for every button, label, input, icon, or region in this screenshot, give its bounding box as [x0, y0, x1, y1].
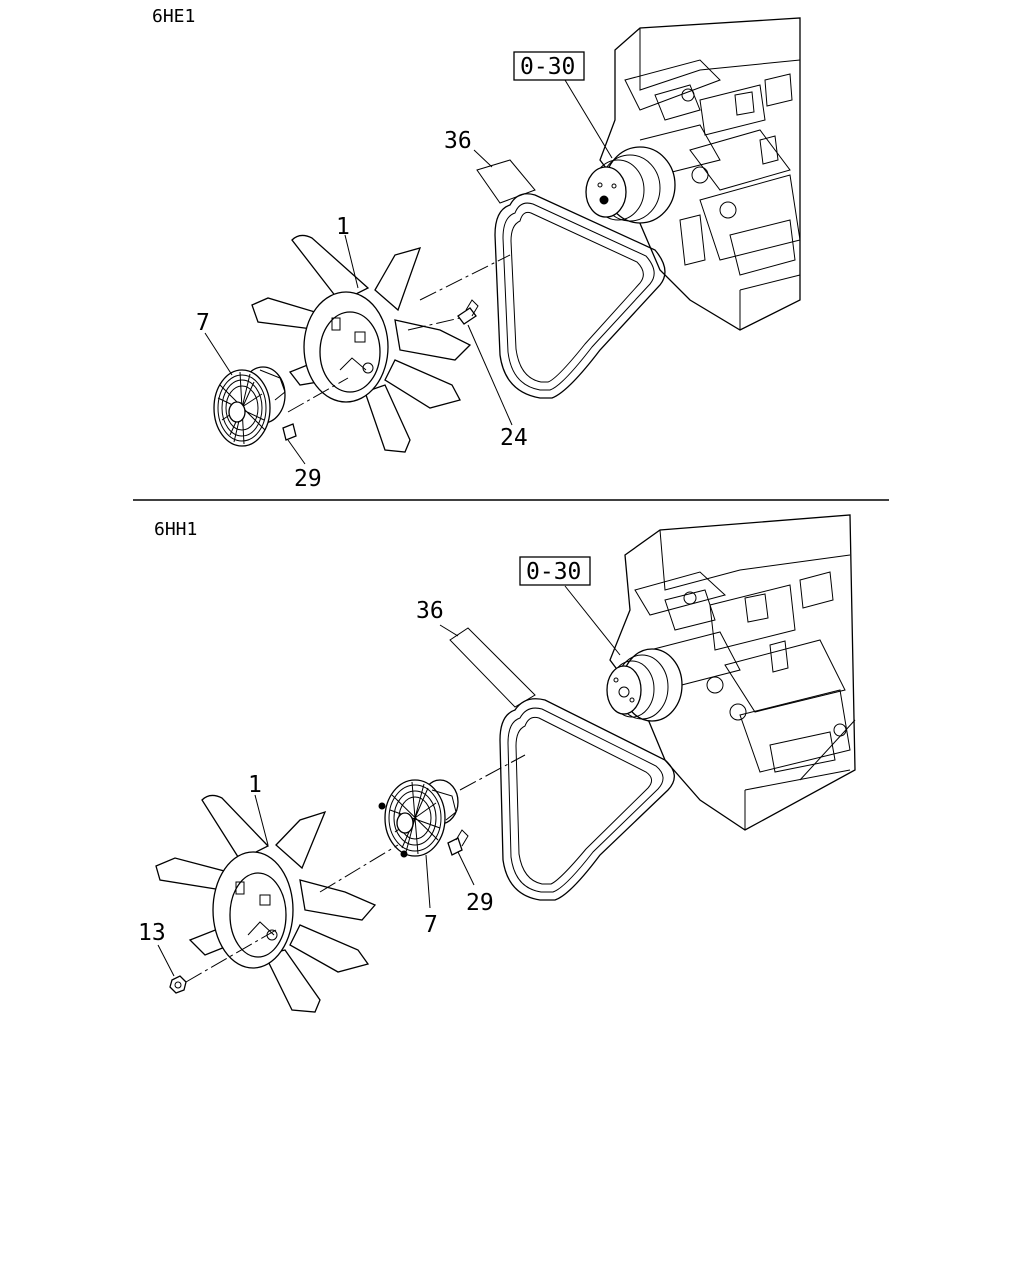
- belt-36: [494, 193, 666, 399]
- fan-clutch-7: [378, 779, 459, 858]
- callout-36: 36: [444, 128, 472, 154]
- nut-13: [169, 975, 187, 994]
- assembly-axis-lines: [287, 254, 511, 413]
- callout-7: 7: [424, 912, 438, 938]
- callout-24: 24: [500, 425, 528, 451]
- assembly-axis-lines: [185, 754, 526, 983]
- section-6hh1: 6HH1: [138, 514, 856, 1013]
- callout-1: 1: [248, 772, 262, 798]
- bolt-29: [282, 423, 297, 441]
- fan-clutch-7: [213, 366, 286, 447]
- ref-box-label-6hh1: 0-30: [526, 559, 581, 585]
- callout-13: 13: [138, 920, 166, 946]
- ref-box-label-6he1: 0-30: [520, 54, 575, 80]
- model-label-6hh1: 6HH1: [154, 519, 197, 540]
- leader-lines-6he1: [204, 79, 613, 465]
- callout-29: 29: [466, 890, 494, 916]
- bolt-24: [457, 299, 479, 325]
- ref-box-6he1: [513, 51, 585, 81]
- callout-1: 1: [336, 214, 350, 240]
- engine-block: [609, 514, 856, 831]
- leader-lines-6hh1: [157, 585, 621, 977]
- callout-29: 29: [294, 466, 322, 492]
- section-6he1: 6HE1: [152, 6, 801, 492]
- callout-7: 7: [196, 310, 210, 336]
- model-label-6he1: 6HE1: [152, 6, 195, 27]
- callout-36: 36: [416, 598, 444, 624]
- fan-1: [251, 234, 472, 453]
- ref-box-6hh1: [519, 556, 591, 586]
- crank-pulley: [585, 146, 676, 224]
- crank-pulley: [606, 648, 683, 722]
- belt-36: [499, 698, 675, 901]
- fan-1: [155, 794, 377, 1013]
- bolt-29: [447, 829, 469, 856]
